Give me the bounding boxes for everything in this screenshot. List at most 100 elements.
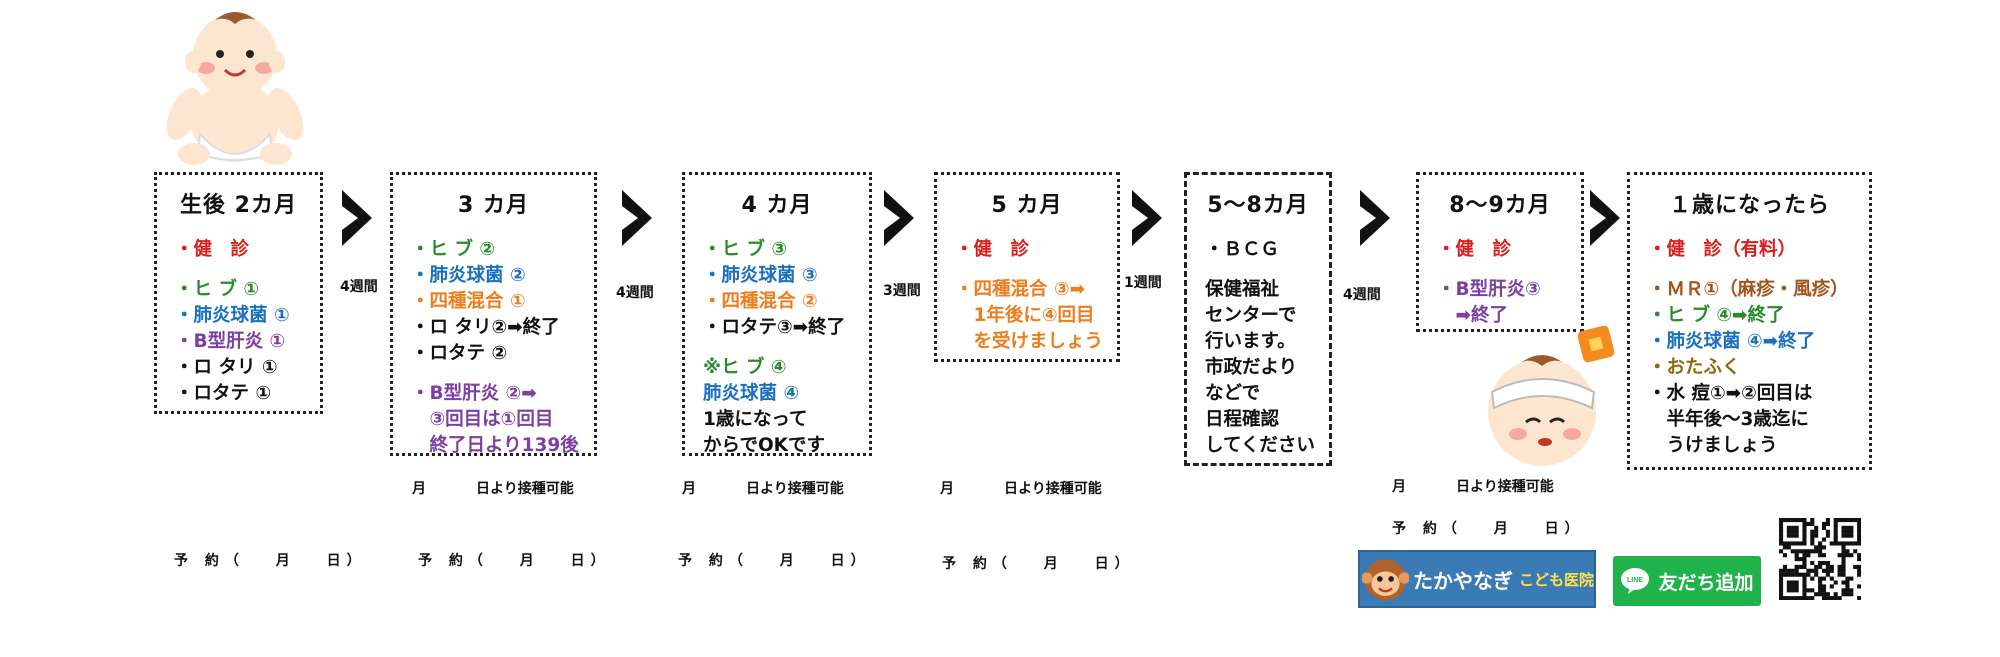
qr-module — [1841, 572, 1846, 577]
qr-module — [1786, 525, 1791, 530]
qr-module — [1825, 564, 1830, 569]
qr-module — [1802, 525, 1807, 530]
qr-module — [1779, 568, 1784, 573]
chevron-right-icon — [1588, 188, 1622, 248]
qr-module — [1818, 560, 1823, 566]
qr-module — [1857, 553, 1861, 558]
svg-text:LINE: LINE — [1628, 577, 1644, 584]
qr-module — [1818, 541, 1823, 546]
qr-module — [1818, 580, 1823, 585]
schedule-item: ・ロ タリ ① — [175, 357, 278, 378]
schedule-item: ・肺炎球菌 ④➡終了 — [1648, 331, 1816, 352]
qr-module — [1845, 549, 1850, 554]
spacer — [1648, 263, 1851, 277]
qr-module — [1841, 518, 1846, 523]
qr-module — [1786, 533, 1791, 538]
qr-module — [1818, 553, 1823, 558]
qr-module — [1833, 518, 1838, 523]
qr-module — [1845, 553, 1850, 558]
qr-module — [1837, 553, 1842, 558]
monkey-mascot-icon — [1362, 559, 1409, 601]
qr-module — [1841, 545, 1846, 550]
schedule-item: ・健 診 — [955, 239, 1030, 260]
qr-module — [1814, 525, 1819, 530]
qr-module — [1810, 529, 1815, 534]
qr-module — [1841, 553, 1846, 558]
qr-module — [1845, 584, 1850, 589]
qr-module — [1857, 518, 1861, 523]
qr-module — [1802, 576, 1807, 581]
qr-module — [1810, 518, 1815, 523]
chevron-right-icon — [882, 188, 916, 248]
qr-module — [1829, 541, 1834, 546]
qr-module — [1790, 533, 1795, 538]
spacer — [1205, 263, 1311, 277]
qr-module — [1806, 596, 1811, 600]
schedule-box-1-year: １歳になったら・健 診（有料）・ＭＲ①（麻疹・風疹）・ヒ ブ ④➡終了・肺炎球菌… — [1627, 172, 1872, 470]
reservation-line: 予 約（ 月 日） — [174, 553, 367, 569]
qr-module — [1786, 580, 1791, 585]
qr-module — [1794, 580, 1799, 585]
qr-code[interactable] — [1779, 518, 1861, 600]
qr-module — [1786, 568, 1791, 573]
qr-module — [1837, 541, 1842, 546]
qr-module — [1810, 521, 1815, 526]
qr-module — [1779, 549, 1784, 554]
qr-module — [1833, 541, 1838, 546]
spacer — [1437, 263, 1563, 277]
qr-module — [1779, 580, 1784, 585]
qr-module — [1845, 533, 1850, 538]
qr-module — [1825, 596, 1830, 600]
qr-module — [1857, 564, 1861, 569]
spacer — [411, 367, 576, 381]
schedule-item: ・ヒ ブ ③ — [703, 239, 788, 260]
available-date-line: 月日より接種可能 — [940, 481, 1102, 497]
qr-module — [1833, 537, 1838, 542]
qr-module — [1821, 521, 1827, 526]
schedule-item: ・ヒ ブ ④➡終了 — [1648, 305, 1785, 326]
qr-module — [1818, 592, 1823, 597]
schedule-item: ・ＢＣＧ — [1205, 239, 1280, 260]
qr-module — [1810, 533, 1815, 538]
qr-module — [1806, 588, 1811, 593]
qr-module — [1818, 549, 1823, 554]
qr-module — [1810, 588, 1815, 593]
spacer — [703, 341, 851, 355]
qr-module — [1849, 588, 1854, 593]
qr-module — [1798, 572, 1803, 577]
qr-module — [1818, 576, 1823, 581]
qr-module — [1810, 596, 1815, 600]
qr-module — [1782, 572, 1787, 577]
qr-module — [1849, 541, 1854, 546]
qr-module — [1810, 560, 1815, 566]
qr-module — [1779, 521, 1784, 526]
line-add-friend-button[interactable]: LINE 友だち追加 — [1613, 556, 1761, 606]
qr-module — [1806, 549, 1811, 554]
qr-module — [1806, 553, 1811, 558]
qr-module — [1779, 518, 1784, 523]
qr-module — [1857, 533, 1861, 538]
qr-module — [1810, 549, 1815, 554]
schedule-item: うけましょう — [1648, 435, 1778, 456]
schedule-item: ・肺炎球菌 ② — [411, 265, 526, 286]
clinic-name-suffix: こども医院 — [1518, 570, 1594, 589]
qr-module — [1857, 557, 1861, 562]
schedule-item: ➡終了 — [1437, 305, 1509, 326]
qr-module — [1786, 596, 1791, 600]
qr-module — [1833, 596, 1838, 600]
qr-module — [1849, 592, 1854, 597]
qr-module — [1845, 580, 1850, 585]
clinic-name: たかやなぎ — [1412, 568, 1513, 593]
schedule-item: 肺炎球菌 ④ — [703, 383, 800, 404]
qr-module — [1802, 537, 1807, 542]
qr-module — [1790, 572, 1795, 577]
qr-module — [1829, 568, 1834, 573]
qr-module — [1790, 568, 1795, 573]
qr-module — [1814, 568, 1819, 573]
qr-module — [1833, 525, 1838, 530]
qr-module — [1857, 541, 1861, 546]
qr-module — [1814, 592, 1819, 597]
qr-module — [1779, 541, 1784, 546]
schedule-item: 市政だより — [1205, 357, 1298, 378]
qr-module — [1853, 541, 1858, 546]
